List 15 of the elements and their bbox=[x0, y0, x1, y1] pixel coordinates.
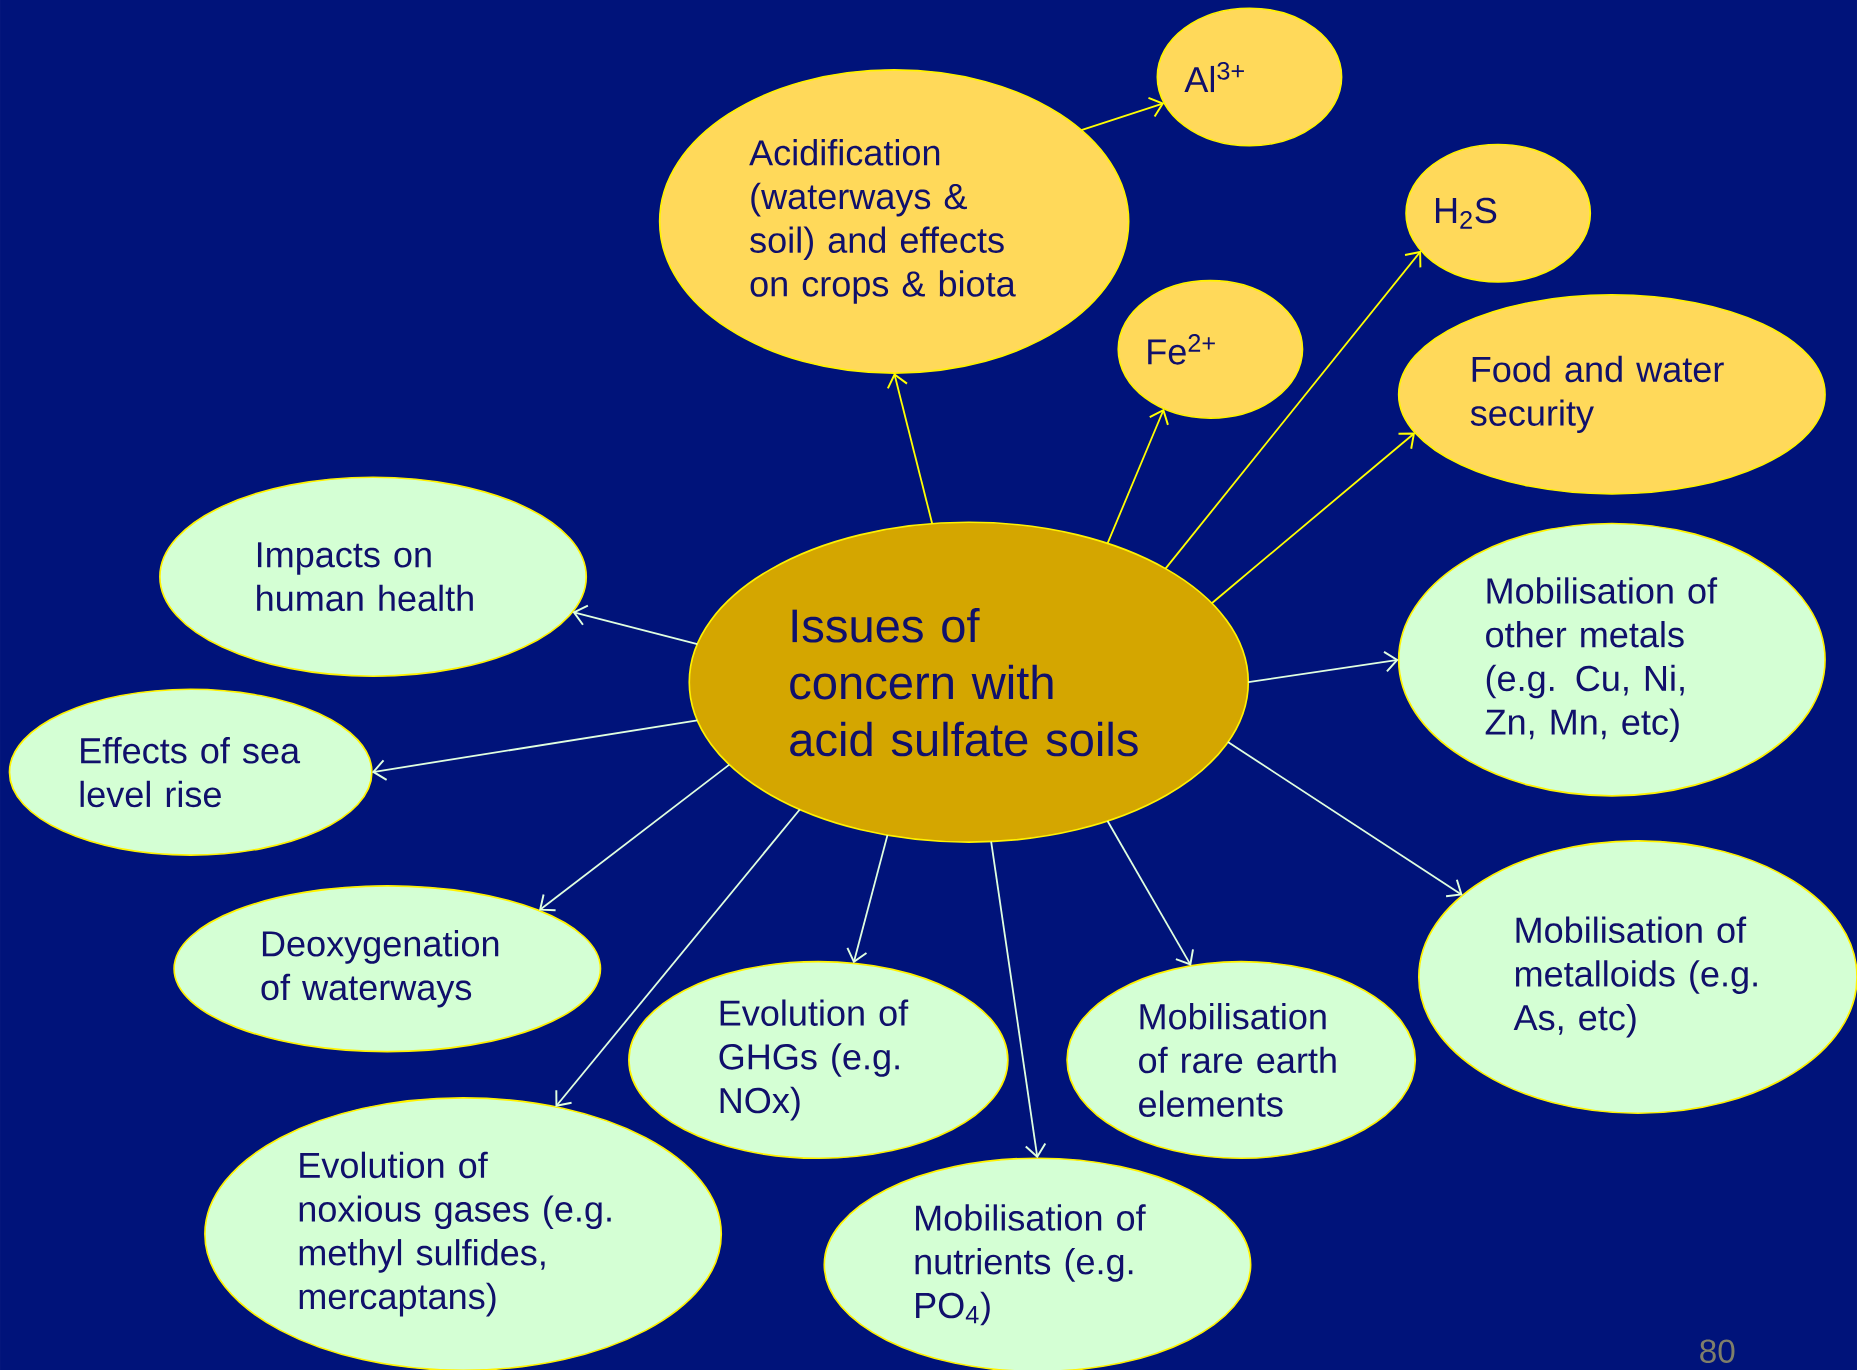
arrow bbox=[886, 372, 934, 525]
arrow bbox=[1164, 250, 1422, 570]
arrow bbox=[1227, 741, 1463, 898]
page-number: 80 bbox=[1700, 1339, 1735, 1363]
arrow bbox=[1210, 432, 1416, 604]
arrow bbox=[539, 763, 731, 912]
arrow bbox=[555, 808, 801, 1107]
arrow bbox=[572, 604, 699, 645]
arrow bbox=[846, 834, 889, 964]
arrow bbox=[371, 719, 699, 781]
arrow bbox=[990, 840, 1047, 1159]
arrow bbox=[1106, 408, 1169, 545]
arrow bbox=[1106, 819, 1194, 966]
arrow bbox=[1247, 650, 1399, 683]
arrow bbox=[1080, 96, 1165, 131]
